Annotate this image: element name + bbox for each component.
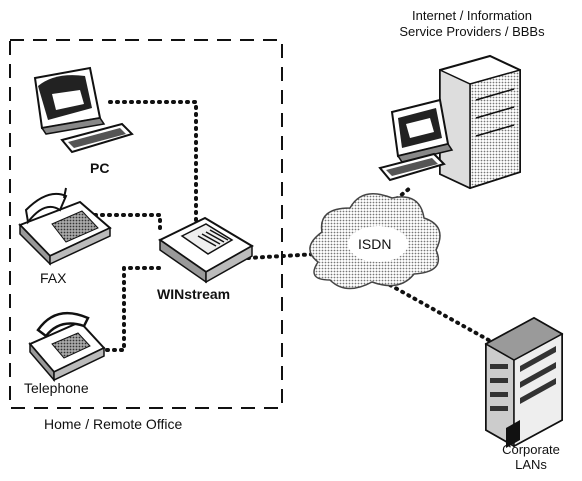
home-office-label: Home / Remote Office xyxy=(44,416,183,432)
corporate-label-line1: Corporate xyxy=(502,442,560,457)
providers-label-line2: Service Providers / BBBs xyxy=(399,24,545,39)
modem-icon xyxy=(158,216,254,284)
link-winstream-isdn xyxy=(246,252,320,260)
link-fax-winstream xyxy=(86,213,162,232)
pc-label: PC xyxy=(90,160,110,176)
pc-icon xyxy=(33,66,134,154)
link-pc-winstream xyxy=(108,100,198,224)
building-icon xyxy=(484,316,564,448)
server-icon xyxy=(378,54,521,190)
winstream-label: WINstream xyxy=(157,286,231,302)
cloud-icon xyxy=(309,193,441,290)
telephone-label: Telephone xyxy=(24,380,89,396)
isdn-label: ISDN xyxy=(358,236,392,252)
fax-icon xyxy=(18,187,112,266)
providers-label-line1: Internet / Information xyxy=(412,8,532,23)
fax-label: FAX xyxy=(40,270,67,286)
providers-label: Internet / Information Service Providers… xyxy=(374,8,570,40)
corporate-label-line2: LANs xyxy=(515,457,547,472)
telephone-icon xyxy=(28,311,106,383)
corporate-label: Corporate LANs xyxy=(486,442,576,472)
link-phone-winstream xyxy=(98,266,167,352)
